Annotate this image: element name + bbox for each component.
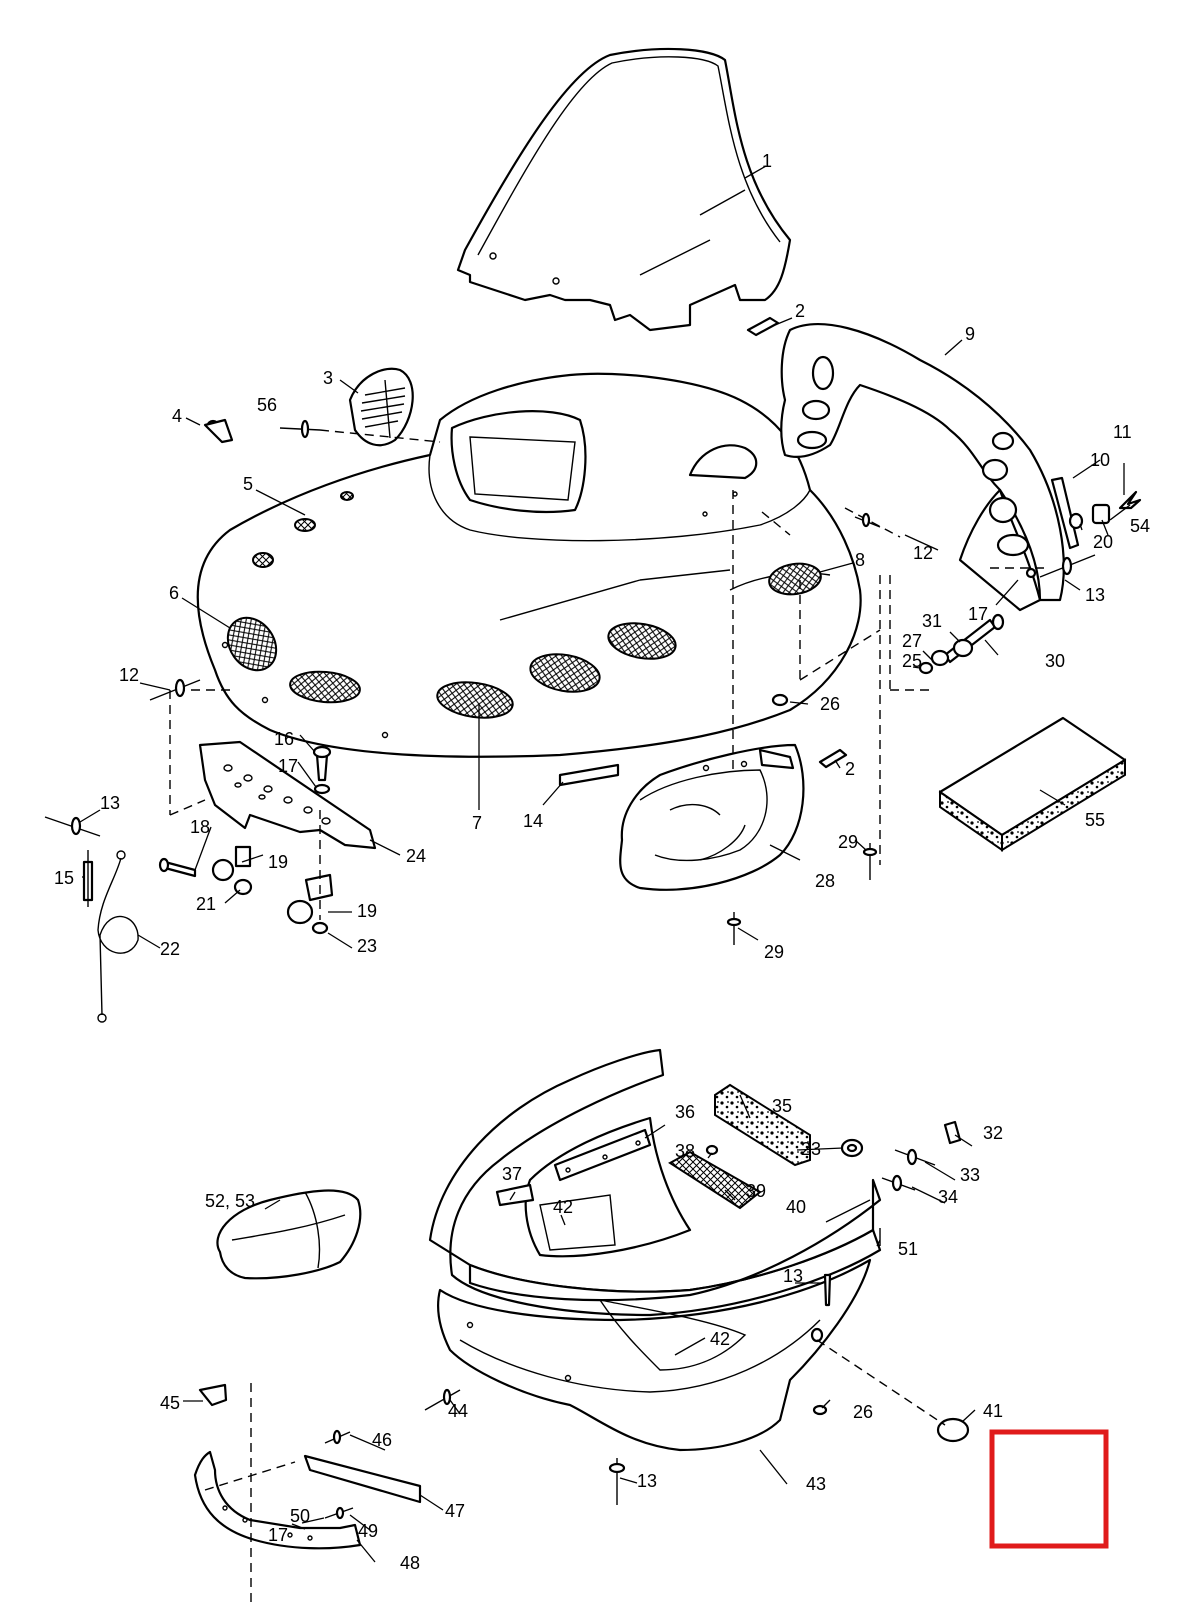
callout-46: 46 bbox=[372, 1430, 392, 1450]
callout-21: 21 bbox=[196, 894, 216, 914]
callout-8: 8 bbox=[855, 550, 865, 570]
callout-23: 23 bbox=[801, 1139, 821, 1159]
callout-22: 22 bbox=[160, 939, 180, 959]
callout-40: 40 bbox=[786, 1197, 806, 1217]
callout-19: 19 bbox=[357, 901, 377, 921]
callout-37: 37 bbox=[502, 1164, 522, 1184]
callout-5: 5 bbox=[243, 474, 253, 494]
callout-43: 43 bbox=[806, 1474, 826, 1494]
seat-cushion bbox=[216, 1189, 362, 1280]
callout-20: 20 bbox=[1093, 532, 1113, 552]
callout-19: 19 bbox=[268, 852, 288, 872]
callout-55: 55 bbox=[1085, 810, 1105, 830]
callout-38: 38 bbox=[675, 1141, 695, 1161]
callout-2: 2 bbox=[795, 301, 805, 321]
callout-17: 17 bbox=[968, 604, 988, 624]
bracket-plate bbox=[198, 740, 377, 850]
callout-23: 23 bbox=[357, 936, 377, 956]
callout-47: 47 bbox=[445, 1501, 465, 1521]
callout-3: 3 bbox=[323, 368, 333, 388]
callout-13: 13 bbox=[637, 1471, 657, 1491]
hood-vent-grilles bbox=[226, 562, 822, 719]
callout-1: 1 bbox=[762, 151, 772, 171]
hardware-cluster bbox=[158, 745, 334, 935]
callout-33: 33 bbox=[960, 1165, 980, 1185]
callout-12: 12 bbox=[119, 665, 139, 685]
callout-29: 29 bbox=[838, 832, 858, 852]
tether-cable bbox=[44, 816, 139, 1023]
callout-49: 49 bbox=[358, 1521, 378, 1541]
highlight-box bbox=[989, 1429, 1109, 1549]
callout-10: 10 bbox=[1090, 450, 1110, 470]
callout-16: 16 bbox=[274, 729, 294, 749]
callout-52-53: 52, 53 bbox=[205, 1191, 255, 1211]
callout-45: 45 bbox=[160, 1393, 180, 1413]
windshield bbox=[456, 47, 792, 332]
callout-27: 27 bbox=[902, 631, 922, 651]
callout-11: 11 bbox=[1113, 422, 1132, 442]
console-panel bbox=[780, 323, 1065, 612]
side-vent bbox=[348, 367, 414, 447]
front-pan bbox=[619, 743, 805, 891]
callout-36: 36 bbox=[675, 1102, 695, 1122]
callout-39: 39 bbox=[746, 1181, 766, 1201]
callout-30: 30 bbox=[1045, 651, 1065, 671]
callout-56: 56 bbox=[257, 395, 277, 415]
callout-24: 24 bbox=[406, 846, 426, 866]
callout-51: 51 bbox=[898, 1239, 918, 1259]
callout-13: 13 bbox=[100, 793, 120, 813]
leader-lines-lower bbox=[183, 1094, 976, 1563]
leader-lines bbox=[79, 165, 1125, 949]
callout-26: 26 bbox=[820, 694, 840, 714]
callout-4: 4 bbox=[172, 406, 182, 426]
callout-17: 17 bbox=[278, 756, 298, 776]
callout-48: 48 bbox=[400, 1553, 420, 1573]
upper-small-fasteners bbox=[149, 316, 1096, 945]
callout-9: 9 bbox=[965, 324, 975, 344]
callout-17: 17 bbox=[268, 1525, 288, 1545]
callout-29: 29 bbox=[764, 942, 784, 962]
callout-18: 18 bbox=[190, 817, 210, 837]
callout-labels: 1 2 2 3 4 5 6 7 8 9 10 11 12 12 13 13 13… bbox=[54, 151, 1150, 1573]
foam-pad bbox=[938, 716, 1127, 852]
callout-12: 12 bbox=[913, 543, 933, 563]
callout-41: 41 bbox=[983, 1401, 1003, 1421]
rear-body-tub bbox=[428, 1048, 882, 1452]
callout-32: 32 bbox=[983, 1123, 1003, 1143]
callout-25: 25 bbox=[902, 651, 922, 671]
callout-42: 42 bbox=[553, 1197, 573, 1217]
hood bbox=[196, 372, 862, 758]
rear-small-parts bbox=[424, 1083, 970, 1505]
callout-28: 28 bbox=[815, 871, 835, 891]
latch-parts bbox=[1050, 476, 1142, 550]
callout-6: 6 bbox=[169, 583, 179, 603]
callout-13: 13 bbox=[1085, 585, 1105, 605]
callout-44: 44 bbox=[448, 1401, 468, 1421]
callout-35: 35 bbox=[772, 1096, 792, 1116]
callout-7: 7 bbox=[472, 813, 482, 833]
callout-42: 42 bbox=[710, 1329, 730, 1349]
callout-50: 50 bbox=[290, 1506, 310, 1526]
callout-14: 14 bbox=[523, 811, 543, 831]
callout-31: 31 bbox=[922, 611, 942, 631]
rear-bumper-parts bbox=[193, 1383, 422, 1605]
callout-13: 13 bbox=[783, 1266, 803, 1286]
callout-26: 26 bbox=[853, 1402, 873, 1422]
assembly-dashed-lines bbox=[169, 429, 1050, 920]
callout-34: 34 bbox=[938, 1187, 958, 1207]
callout-15: 15 bbox=[54, 868, 74, 888]
callout-54: 54 bbox=[1130, 516, 1150, 536]
callout-2: 2 bbox=[845, 759, 855, 779]
